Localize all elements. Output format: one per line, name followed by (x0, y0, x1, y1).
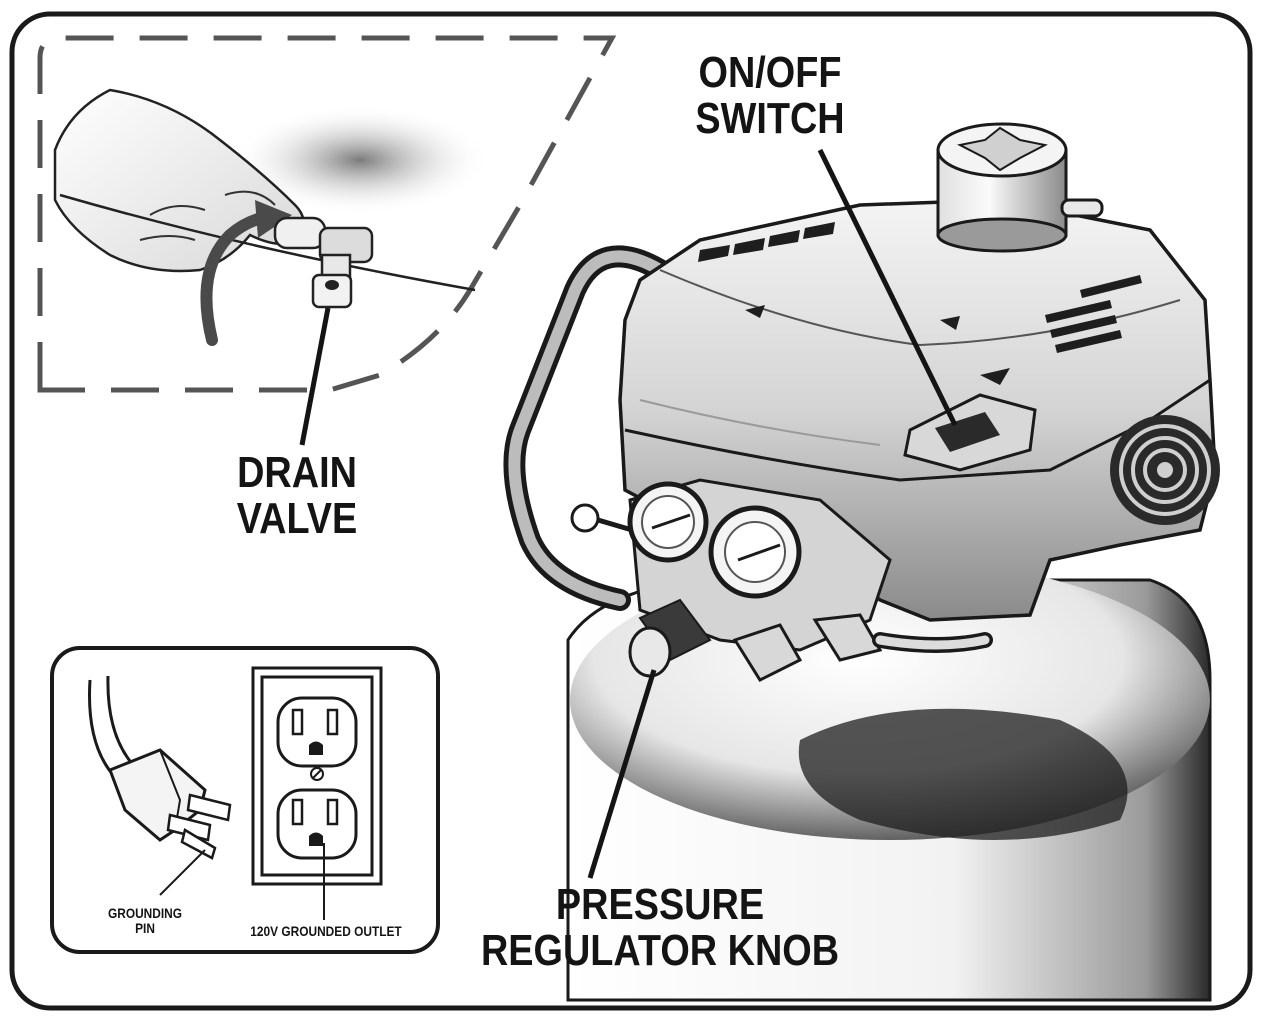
pressure-label-line1: PRESSURE (555, 880, 765, 929)
drain-label-line2: VALVE (236, 494, 358, 543)
grounding-pin-label: GROUNDING PIN (94, 906, 196, 936)
outlet-label-text: 120V GROUNDED OUTLET (250, 923, 402, 939)
outlet-inset (50, 646, 440, 954)
pressure-label-line2: REGULATOR KNOB (480, 926, 840, 975)
regulator-knob (628, 598, 712, 678)
on-off-switch (903, 393, 1037, 472)
grounding-label-line1: GROUNDING (107, 905, 183, 921)
on-off-switch-label: ON/OFF SWITCH (684, 50, 856, 142)
on-off-leader-line (817, 148, 958, 427)
fan-grille (1110, 415, 1220, 525)
on-off-label-line2: SWITCH (695, 94, 845, 143)
compressor-illustration (503, 122, 1220, 1002)
drain-valve-label: DRAIN VALVE (211, 450, 383, 542)
gauge-manifold (570, 478, 892, 682)
grounding-label-line2: PIN (135, 920, 155, 936)
top-cap (936, 122, 1104, 253)
drain-label-line1: DRAIN (237, 448, 357, 497)
drain-valve-inset (37, 35, 617, 393)
pressure-regulator-label: PRESSURE REGULATOR KNOB (462, 882, 858, 974)
outlet-label: 120V GROUNDED OUTLET (241, 924, 411, 939)
on-off-label-line1: ON/OFF (698, 48, 842, 97)
drain-leader-line (299, 307, 331, 446)
pressure-leader-line (587, 669, 657, 879)
